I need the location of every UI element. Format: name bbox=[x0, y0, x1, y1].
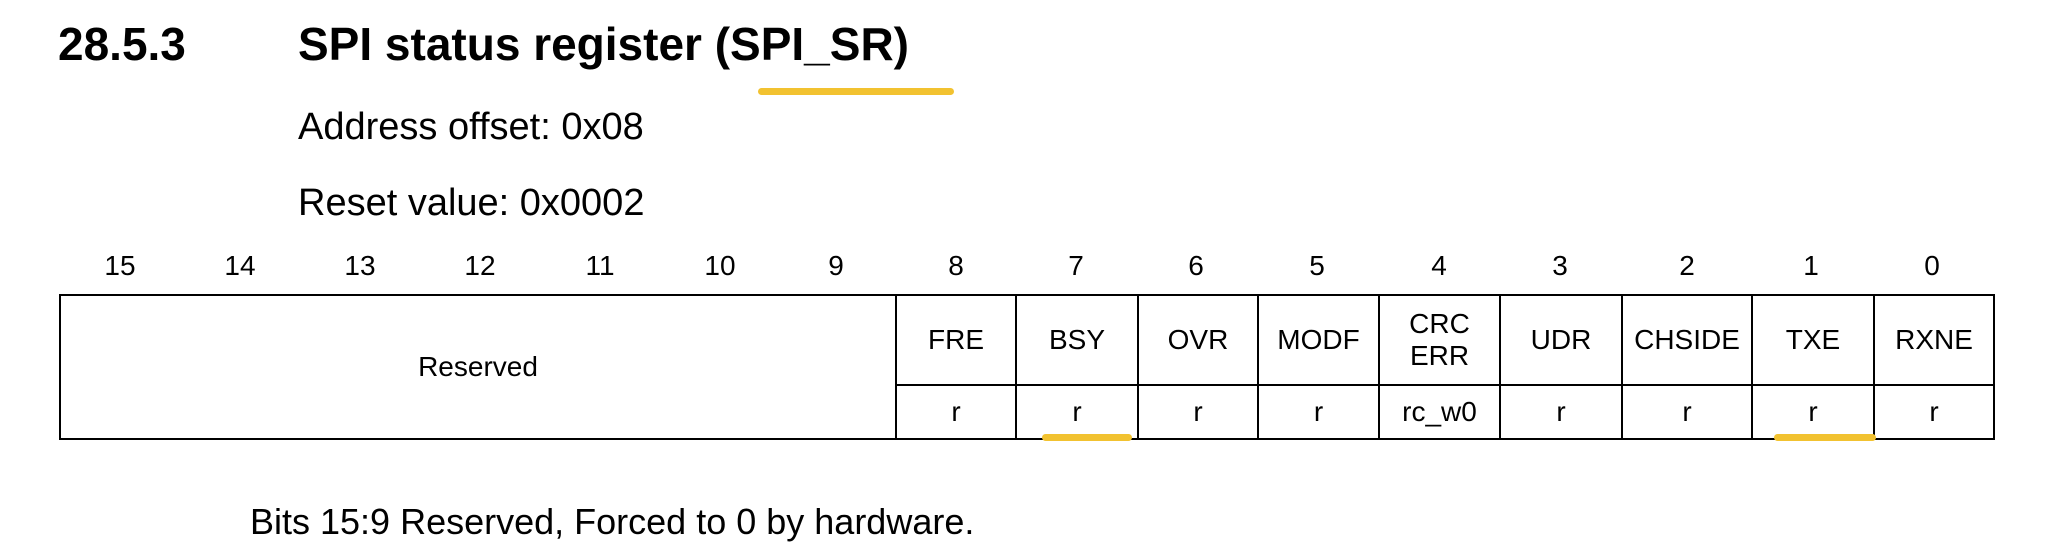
bit-number: 13 bbox=[344, 250, 376, 281]
highlight-underline-txe bbox=[1774, 434, 1876, 441]
reset-value: Reset value: 0x0002 bbox=[298, 182, 645, 224]
access-txe: r bbox=[1751, 384, 1875, 440]
field-crcerr-line2: ERR bbox=[1409, 340, 1470, 371]
access-udr: r bbox=[1499, 384, 1623, 440]
bit-number: 15 bbox=[104, 250, 136, 281]
access-crcerr: rc_w0 bbox=[1378, 384, 1501, 440]
field-crcerr: CRC ERR bbox=[1378, 294, 1501, 386]
access-fre: r bbox=[895, 384, 1017, 440]
address-offset: Address offset: 0x08 bbox=[298, 106, 644, 148]
field-ovr: OVR bbox=[1137, 294, 1259, 386]
section-number: 28.5.3 bbox=[58, 18, 186, 70]
bits-description: Bits 15:9 Reserved, Forced to 0 by hardw… bbox=[250, 501, 975, 542]
field-modf: MODF bbox=[1257, 294, 1380, 386]
register-bit-table: Reserved FRE BSY OVR MODF CRC ERR UDR CH… bbox=[59, 294, 1995, 440]
bit-number: 14 bbox=[224, 250, 256, 281]
bit-number: 10 bbox=[704, 250, 736, 281]
highlight-underline-title bbox=[758, 88, 954, 95]
field-rxne: RXNE bbox=[1873, 294, 1995, 386]
access-rxne: r bbox=[1873, 384, 1995, 440]
bit-number: 2 bbox=[1679, 250, 1695, 281]
access-modf: r bbox=[1257, 384, 1380, 440]
access-chside: r bbox=[1621, 384, 1753, 440]
field-name-row: Reserved FRE BSY OVR MODF CRC ERR UDR CH… bbox=[59, 294, 1995, 440]
bit-number: 9 bbox=[828, 250, 844, 281]
bit-number: 0 bbox=[1924, 250, 1940, 281]
reserved-field: Reserved bbox=[59, 294, 897, 440]
field-bsy: BSY bbox=[1015, 294, 1139, 386]
field-udr: UDR bbox=[1499, 294, 1623, 386]
bit-number: 7 bbox=[1068, 250, 1084, 281]
bit-number: 11 bbox=[585, 250, 615, 281]
field-fre: FRE bbox=[895, 294, 1017, 386]
bit-number: 12 bbox=[464, 250, 496, 281]
bit-number: 3 bbox=[1552, 250, 1568, 281]
access-bsy: r bbox=[1015, 384, 1139, 440]
bit-number: 8 bbox=[948, 250, 964, 281]
bit-number: 4 bbox=[1431, 250, 1447, 281]
access-ovr: r bbox=[1137, 384, 1259, 440]
field-txe: TXE bbox=[1751, 294, 1875, 386]
field-crcerr-line1: CRC bbox=[1409, 308, 1470, 339]
bit-number: 5 bbox=[1309, 250, 1325, 281]
bit-number: 6 bbox=[1188, 250, 1204, 281]
bit-number: 1 bbox=[1803, 250, 1819, 281]
field-chside: CHSIDE bbox=[1621, 294, 1753, 386]
highlight-underline-bsy bbox=[1042, 434, 1132, 441]
access-row: r r r r rc_w0 r r r r bbox=[60, 384, 1995, 440]
section-title: SPI status register (SPI_SR) bbox=[298, 18, 909, 70]
